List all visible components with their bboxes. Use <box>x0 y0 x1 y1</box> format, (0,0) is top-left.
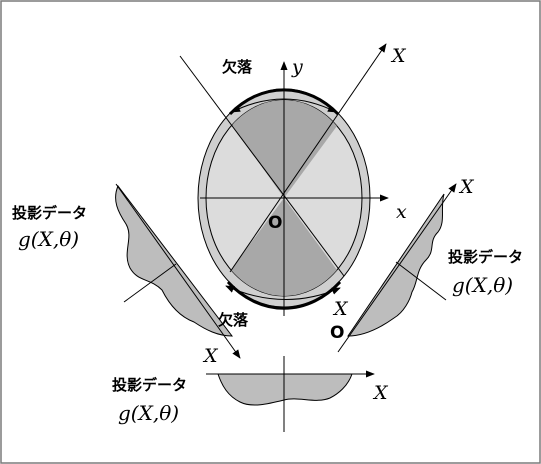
missing-arrow-bottom <box>225 285 341 300</box>
left-center-tick <box>123 263 177 303</box>
proj-right-formula: g(X,θ) <box>452 273 513 297</box>
wedge-top <box>206 100 362 198</box>
x-axis-label: x <box>396 201 407 223</box>
X-label-right: X <box>458 176 475 198</box>
detector-origin-label: O <box>330 323 344 343</box>
missing-label-bottom: 欠落 <box>218 311 249 329</box>
missing-arrow-top <box>231 98 337 113</box>
diagonal-line-b <box>229 43 387 273</box>
missing-label-top: 欠落 <box>222 58 253 76</box>
right-center-tick <box>395 261 447 301</box>
X-label-top: X <box>390 45 407 67</box>
proj-left-formula: g(X,θ) <box>18 227 79 251</box>
origin-label: O <box>268 213 282 233</box>
X-label-bottom: X <box>372 382 389 404</box>
proj-bottom-title: 投影データ <box>112 376 187 394</box>
bottom-projection-profile <box>217 373 353 406</box>
proj-left-title: 投影データ <box>12 204 87 222</box>
X-label-left: X <box>202 345 219 367</box>
proj-right-title: 投影データ <box>448 248 523 266</box>
left-detector-axis <box>115 183 241 359</box>
right-detector-axis <box>337 183 457 353</box>
y-axis-label: y <box>291 56 303 78</box>
diagonal-line-a <box>179 55 345 277</box>
proj-bottom-formula: g(X,θ) <box>118 401 179 425</box>
X-label-right-small: X <box>332 298 349 320</box>
